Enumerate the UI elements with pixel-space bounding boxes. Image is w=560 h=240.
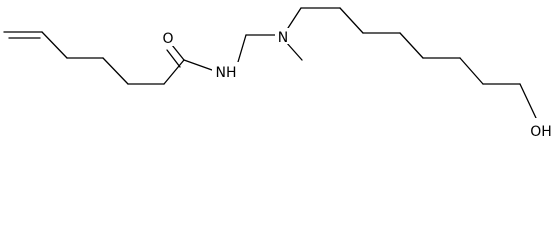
n-methyl-bond xyxy=(285,41,303,61)
oxygen-atom-label: O xyxy=(162,31,173,47)
carbonyl-double-bond-inner xyxy=(166,49,181,68)
atom-labels: O NH N OH xyxy=(158,28,556,140)
amine-nitrogen-label: N xyxy=(278,30,288,46)
carbonyl-double-bond xyxy=(171,44,185,61)
bond-lines xyxy=(3,7,537,119)
amide-nitrogen-label: NH xyxy=(216,65,237,81)
chain-bond-3 xyxy=(102,57,129,85)
amide-bond xyxy=(183,59,213,71)
nh-ch2-bond xyxy=(237,34,247,63)
chain-bond-5 xyxy=(163,59,185,85)
chain-bond-1 xyxy=(41,31,68,59)
molecule-structure: O NH N OH xyxy=(3,7,556,140)
octyl-bond-5 xyxy=(399,32,424,59)
octyl-bond-7 xyxy=(459,57,484,85)
hydroxyl-label: OH xyxy=(530,124,552,140)
octyl-bond-9 xyxy=(519,83,537,119)
octyl-bond-1 xyxy=(287,7,302,29)
octyl-bond-3 xyxy=(339,7,364,34)
